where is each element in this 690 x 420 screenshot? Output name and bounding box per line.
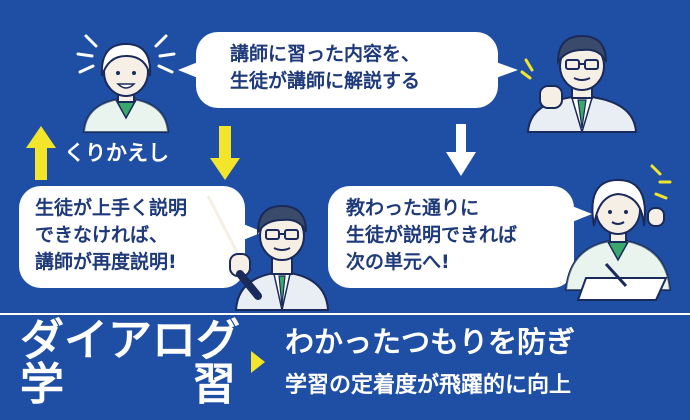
result-subline: 学習の定着度が飛躍的に向上 — [285, 373, 572, 398]
teacher-man-icon — [520, 34, 638, 135]
bubble-text-line: 生徒が説明できれば — [346, 224, 518, 246]
re-explain-bubble: 生徒が上手く説明 できなければ、 講師が再度説明! — [19, 186, 245, 288]
student-girl-icon — [564, 164, 672, 301]
up-arrow-icon — [26, 126, 56, 180]
repeat-label: くりかえし — [64, 141, 169, 165]
bubble-text-line: 次の単元へ! — [346, 251, 450, 273]
bubble-tail-right — [496, 62, 518, 78]
section-divider — [0, 313, 690, 315]
bubble-tail-left — [178, 62, 198, 78]
title-char: 習 — [192, 359, 238, 410]
next-unit-bubble: 教わった通りに 生徒が説明できれば 次の単元へ! — [328, 186, 574, 288]
student-girl-icon — [76, 34, 176, 133]
bubble-text-line: 生徒が講師に解説する — [230, 70, 421, 92]
title-char: 学 — [20, 359, 66, 410]
explain-to-teacher-bubble: 講師に習った内容を、 生徒が講師に解説する — [196, 32, 498, 108]
bubble-tail — [572, 206, 592, 222]
down-arrow-icon — [210, 126, 240, 180]
bubble-text-line: 教わった通りに — [346, 197, 480, 219]
bubble-text-line: 講師に習った内容を、 — [230, 43, 421, 65]
bubble-text-line: 生徒が上手く説明 — [35, 197, 188, 219]
dialog-learning-title: ダイアログ — [20, 315, 240, 366]
play-triangle-icon — [251, 351, 265, 373]
flow-down-arrow-icon — [446, 124, 476, 176]
bubble-text-line: できなければ、 — [35, 224, 169, 246]
result-headline: わかったつもりを防ぎ — [285, 325, 576, 359]
teacher-man-icon — [206, 195, 330, 311]
bubble-text-line: 講師が再度説明! — [35, 251, 177, 273]
dialog-learning-title-line2: 学 習 — [20, 359, 236, 410]
